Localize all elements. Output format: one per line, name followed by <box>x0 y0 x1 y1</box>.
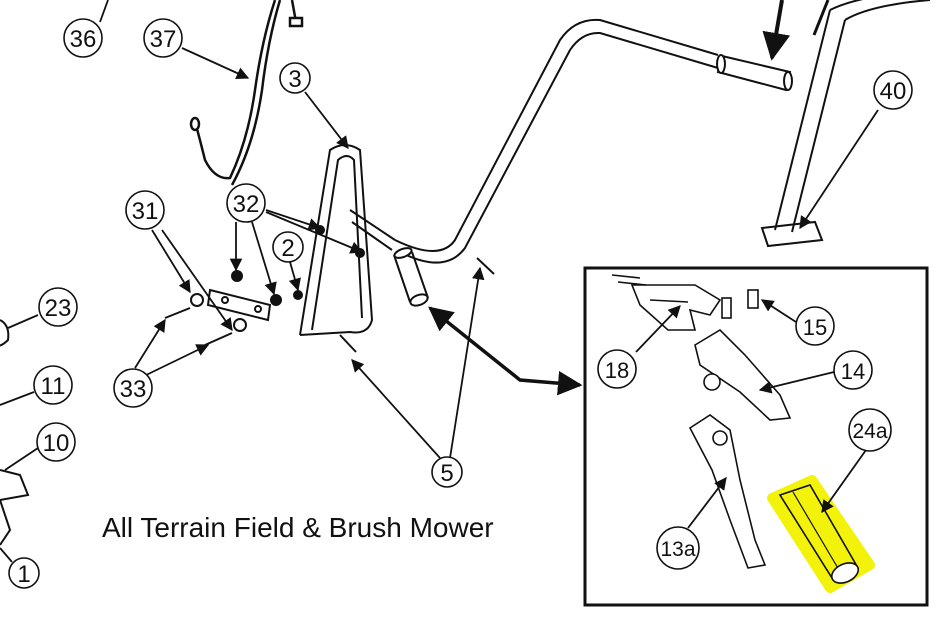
svg-text:11: 11 <box>41 373 66 400</box>
svg-text:13a: 13a <box>660 538 695 561</box>
grip-24a-highlighted <box>767 475 875 593</box>
grip-sleeve <box>393 247 429 307</box>
bolt-top-right <box>812 0 830 36</box>
callouts: 36 37 3 40 31 32 2 23 11 10 33 5 1 15 18… <box>8 18 913 589</box>
callout-32: 32 <box>226 183 266 223</box>
callout-37: 37 <box>143 18 183 58</box>
callout-1: 1 <box>8 557 40 589</box>
callout-24a: 24a <box>848 408 892 452</box>
svg-text:23: 23 <box>45 295 72 322</box>
svg-text:2: 2 <box>281 235 294 262</box>
callout-13a: 13a <box>656 526 700 570</box>
diagram-title: All Terrain Field & Brush Mower <box>102 512 494 543</box>
svg-text:14: 14 <box>841 359 865 384</box>
arrow-down-top <box>762 0 791 61</box>
callout-40: 40 <box>873 70 913 110</box>
leader-lines <box>0 0 879 563</box>
screws-15 <box>721 289 759 319</box>
svg-text:5: 5 <box>440 460 453 487</box>
lever-13a <box>688 414 767 569</box>
callout-10: 10 <box>36 422 76 462</box>
callout-14: 14 <box>833 350 873 390</box>
callout-11: 11 <box>33 365 73 405</box>
svg-text:15: 15 <box>803 315 827 340</box>
callout-5: 5 <box>431 456 463 488</box>
callout-3: 3 <box>279 62 311 94</box>
detail-leaders <box>635 299 867 529</box>
callout-33: 33 <box>113 368 153 408</box>
svg-text:33: 33 <box>120 376 147 403</box>
mount-plate <box>206 288 272 322</box>
svg-text:32: 32 <box>233 191 260 218</box>
callout-23: 23 <box>38 287 78 327</box>
lever-14 <box>694 328 792 421</box>
svg-text:37: 37 <box>150 26 177 53</box>
callout-15: 15 <box>795 306 835 346</box>
svg-text:3: 3 <box>288 66 301 93</box>
link-arrow <box>428 306 583 396</box>
left-parts <box>0 319 30 546</box>
callout-36: 36 <box>63 18 103 58</box>
svg-text:31: 31 <box>132 198 159 225</box>
callout-18: 18 <box>597 349 637 389</box>
svg-text:1: 1 <box>17 561 30 588</box>
handle-frame <box>299 0 931 336</box>
svg-text:40: 40 <box>880 78 907 105</box>
svg-text:36: 36 <box>70 26 97 53</box>
cable-37 <box>189 0 304 186</box>
svg-text:24a: 24a <box>852 420 887 443</box>
svg-text:18: 18 <box>605 358 629 383</box>
callout-2: 2 <box>272 231 304 263</box>
tube-piece <box>716 54 793 92</box>
callout-31: 31 <box>125 190 165 230</box>
svg-text:10: 10 <box>43 430 70 457</box>
